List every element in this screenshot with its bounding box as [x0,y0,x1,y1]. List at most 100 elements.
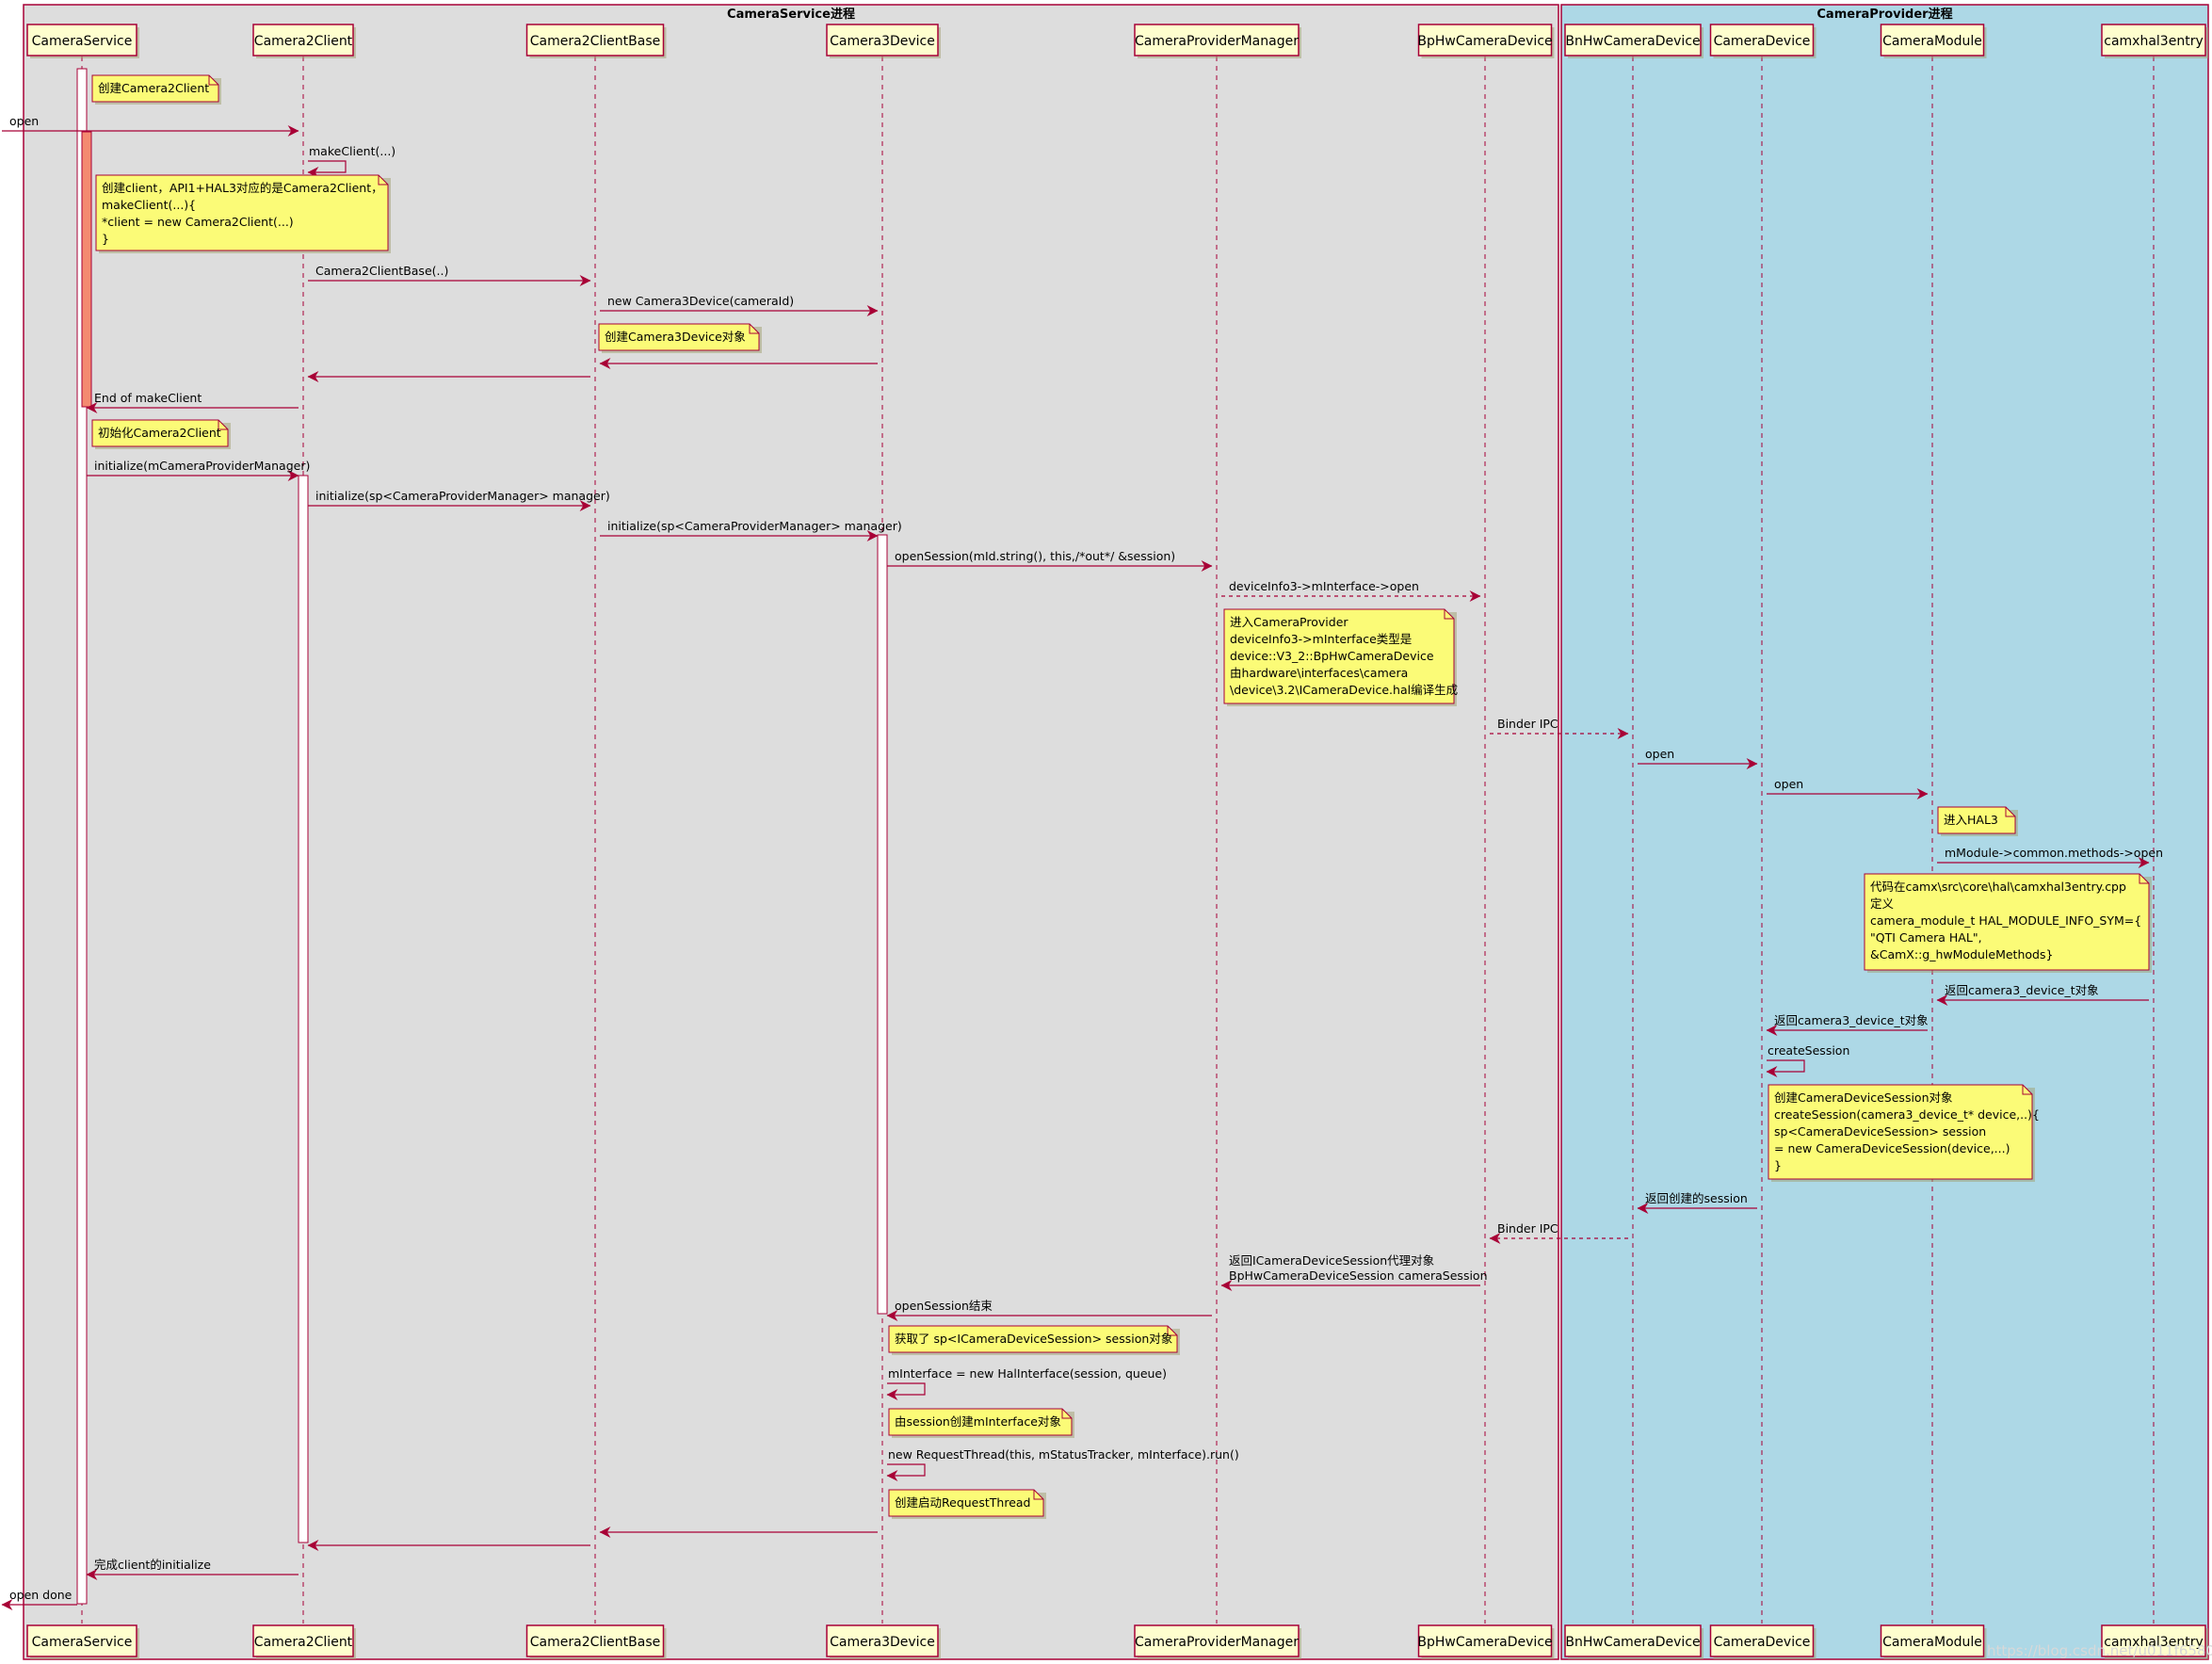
message-label: initialize(sp<CameraProviderManager> man… [607,519,902,533]
note-text: deviceInfo3->mInterface类型是 [1230,632,1413,646]
message-label: initialize(sp<CameraProviderManager> man… [315,489,610,503]
watermark-text: https://blog.csdn.net/u011f6580 [1987,1642,2212,1659]
participant-label: CameraProviderManager [1135,34,1299,49]
participant-cm-bottom: CameraModule [1880,1624,1987,1659]
note-text: 创建启动RequestThread [895,1495,1030,1510]
participant-label: CameraModule [1882,34,1982,49]
message-0: open [2,114,299,137]
note-text: 创建Camera2Client [98,81,209,95]
box-cameraservice [23,4,1559,1660]
message-3: new Camera3Device(cameraId) [600,294,879,316]
note-text: device::V3_2::BpHwCameraDevice [1230,649,1434,663]
note: 初始化Camera2Client [91,419,231,449]
box-title-cameraservice: CameraService进程 [727,8,855,22]
note-text: &CamX::g_hwModuleMethods} [1870,947,2053,961]
participant-label: camxhal3entry [2104,34,2203,49]
note-text: 定义 [1870,897,1895,911]
message-label: End of makeClient [94,391,202,405]
message-23: openSession结束 [886,1299,1212,1321]
participant-bnhw-top: BnHwCameraDevice [1564,24,1703,58]
message-2: Camera2ClientBase(..) [308,264,591,286]
participant-label: CameraDevice [1714,34,1811,49]
message-label: mInterface = new HalInterface(session, q… [888,1366,1167,1381]
note: 进入CameraProvider deviceInfo3->mInterface类… [1223,608,1458,706]
message-label: open done [9,1588,73,1602]
message-label: openSession(mId.string(), this,/*out*/ &… [895,549,1175,563]
note: 创建client，API1+HAL3对应的是Camera2Client，make… [95,174,391,253]
message-label: Binder IPC [1497,717,1558,731]
participant-cs-top: CameraService [26,24,139,58]
participant-cpm-top: CameraProviderManager [1134,24,1301,58]
participant-c2cb-top: Camera2ClientBase [525,24,667,58]
message-12: Binder IPC [1490,717,1629,739]
note-text: } [102,232,109,246]
note-text: 进入HAL3 [1944,813,1998,827]
message-17: 返回camera3_device_t对象 [1766,1013,1929,1036]
participant-c3d-top: Camera3Device [826,24,941,58]
activation-bar [877,534,888,1315]
message-11: deviceInfo3->mInterface->open [1221,579,1481,602]
participant-cm-top: CameraModule [1880,24,1987,58]
message-16: 返回camera3_device_t对象 [1936,983,2149,1006]
note-text: } [1774,1158,1782,1172]
participant-label: Camera2Client [254,34,353,49]
participant-label: Camera3Device [830,1635,935,1650]
participant-bnhw-bottom: BnHwCameraDevice [1564,1624,1703,1659]
note: 创建Camera2Client [91,74,221,105]
participant-camx-bottom: camxhal3entry [2101,1624,2208,1659]
message-label: initialize(mCameraProviderManager) [94,459,310,473]
participant-label: CameraDevice [1714,1635,1811,1650]
message-1: makeClient(...) [307,144,396,178]
participant-c2cb-bottom: Camera2ClientBase [525,1624,667,1659]
activation-bar [76,68,88,1605]
participant-cpm-bottom: CameraProviderManager [1134,1624,1301,1659]
message-8: initialize(sp<CameraProviderManager> man… [308,489,610,511]
note: 代码在camx\src\core\hal\camxhal3entry.cpp定义… [1864,873,2152,973]
participant-label: CameraService [32,34,133,49]
message-label: 返回camera3_device_t对象 [1774,1013,1929,1027]
note-text: 进入CameraProvider [1230,615,1348,629]
note: 进入HAL3 [1937,806,2018,836]
note-text: sp<CameraDeviceSession> session [1774,1124,1986,1139]
message-label: 返回camera3_device_t对象 [1945,983,2099,997]
participant-camx-top: camxhal3entry [2101,24,2208,58]
participant-c2c-top: Camera2Client [252,24,356,58]
participant-label: BpHwCameraDevice [1417,34,1552,49]
note: 创建Camera3Device对象 [598,323,762,353]
message-label: createSession [1768,1043,1849,1058]
activation-bar [298,475,309,1543]
note-text: 获取了 sp<ICameraDeviceSession> session对象 [895,1332,1172,1346]
note-text: 创建Camera3Device对象 [605,330,746,344]
participant-c2c-bottom: Camera2Client [252,1624,356,1659]
participant-label: CameraService [32,1635,133,1650]
message-19: 返回创建的session [1637,1191,1757,1214]
note-text: createSession(camera3_device_t* device,.… [1774,1107,2040,1122]
participant-cd-top: CameraDevice [1709,24,1816,58]
note-text: camera_module_t HAL_MODULE_INFO_SYM={ [1870,913,2141,928]
note: 由session创建mInterface对象 [888,1408,1074,1438]
message-label: 返回创建的session [1645,1191,1748,1205]
note-text: makeClient(...){ [102,198,196,212]
message-21: 返回ICameraDeviceSession代理对象BpHwCameraDevi… [1220,1253,1488,1291]
note-text: \device\3.2\ICameraDevice.hal编译生成 [1230,683,1458,697]
participant-c3d-bottom: Camera3Device [826,1624,941,1659]
message-label: open [1645,747,1674,761]
participant-label: Camera3Device [830,34,935,49]
message-24: mInterface = new HalInterface(session, q… [886,1366,1167,1400]
participant-cs-bottom: CameraService [26,1624,139,1659]
note: 获取了 sp<ICameraDeviceSession> session对象 [888,1325,1180,1355]
participant-label: BnHwCameraDevice [1565,1635,1700,1650]
participant-bphw-top: BpHwCameraDevice [1417,24,1555,58]
participant-label: camxhal3entry [2104,1635,2203,1650]
message-label: Camera2ClientBase(..) [315,264,448,278]
participant-label: CameraProviderManager [1135,1635,1299,1650]
participant-label: Camera2Client [254,1635,353,1650]
box-cameraprovider [1560,4,2209,1660]
message-label: 返回ICameraDeviceSession代理对象 [1229,1253,1434,1268]
message-10: openSession(mId.string(), this,/*out*/ &… [887,549,1213,572]
participant-label: Camera2ClientBase [530,34,660,49]
box-title-cameraprovider: CameraProvider进程 [1816,8,1952,22]
message-label: new RequestThread(this, mStatusTracker, … [888,1447,1239,1462]
note-text: *client = new Camera2Client(...) [102,215,294,229]
